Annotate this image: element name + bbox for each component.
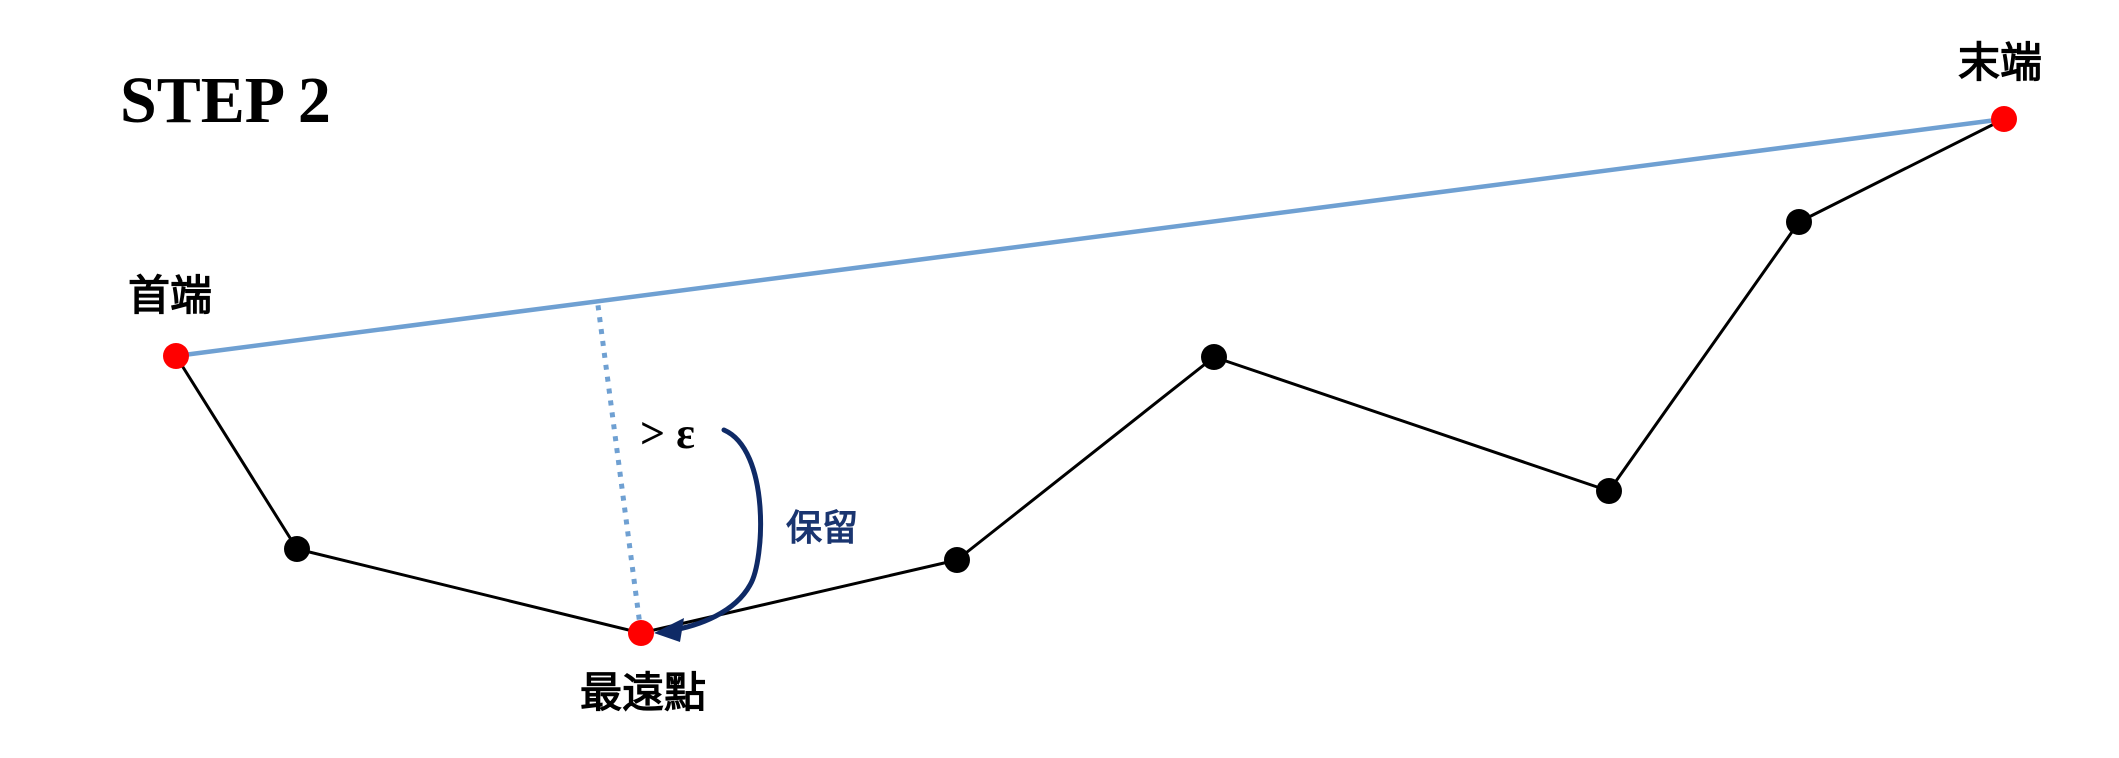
keep-arrow <box>665 427 764 634</box>
end-label: 末端 <box>1958 38 2042 87</box>
perpendicular-distance-line <box>595 304 644 634</box>
farthest-label: 最遠點 <box>580 668 706 717</box>
step-title: STEP 2 <box>120 64 331 137</box>
point-p6 <box>1786 209 1812 235</box>
start-label: 首端 <box>128 271 212 320</box>
keep-label: 保留 <box>786 507 858 549</box>
keep-arrow-head <box>654 618 684 642</box>
chord-line <box>173 116 2007 359</box>
point-start <box>163 343 189 369</box>
point-p4 <box>1201 344 1227 370</box>
points-layer <box>163 106 2017 646</box>
point-p5 <box>1596 478 1622 504</box>
point-p1 <box>284 536 310 562</box>
epsilon-threshold-label: > ε <box>640 409 695 458</box>
point-p3 <box>944 547 970 573</box>
point-end <box>1991 106 2017 132</box>
original-polyline <box>174 117 2005 635</box>
point-farthest <box>628 620 654 646</box>
